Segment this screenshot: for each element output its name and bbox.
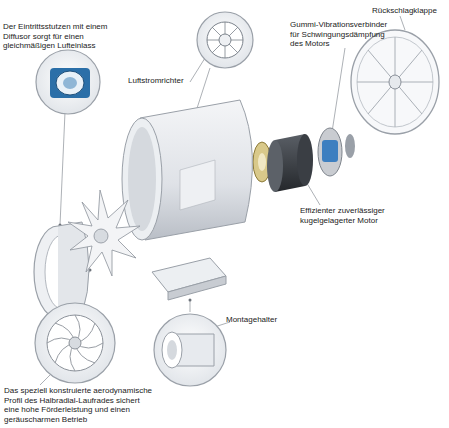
duct-housing xyxy=(122,100,252,240)
impeller-inset xyxy=(35,303,115,383)
callout-text: Der Eintrittsstutzen mit einem Diffusor … xyxy=(3,22,121,51)
fan-inset xyxy=(154,314,226,386)
straightener-inset xyxy=(197,12,253,68)
callout-text: Das speziell konstruierte aerodynamische… xyxy=(4,386,154,424)
inlet-inset xyxy=(36,50,100,114)
motor-assembly xyxy=(253,128,355,192)
impeller xyxy=(68,190,140,276)
callout-text: Rückschlagklappe xyxy=(372,6,448,16)
callout-text: Effizienter zuverlässiger kugelgelagerte… xyxy=(300,206,390,225)
callout-text: Montagehalter xyxy=(226,315,306,325)
mounting-bracket xyxy=(152,258,226,300)
callout-text: Gummi-Vibrationsverbinder für Schwingung… xyxy=(290,20,390,49)
callout-text: Luftstromrichter xyxy=(128,76,208,86)
backdraft-flap xyxy=(351,30,439,134)
